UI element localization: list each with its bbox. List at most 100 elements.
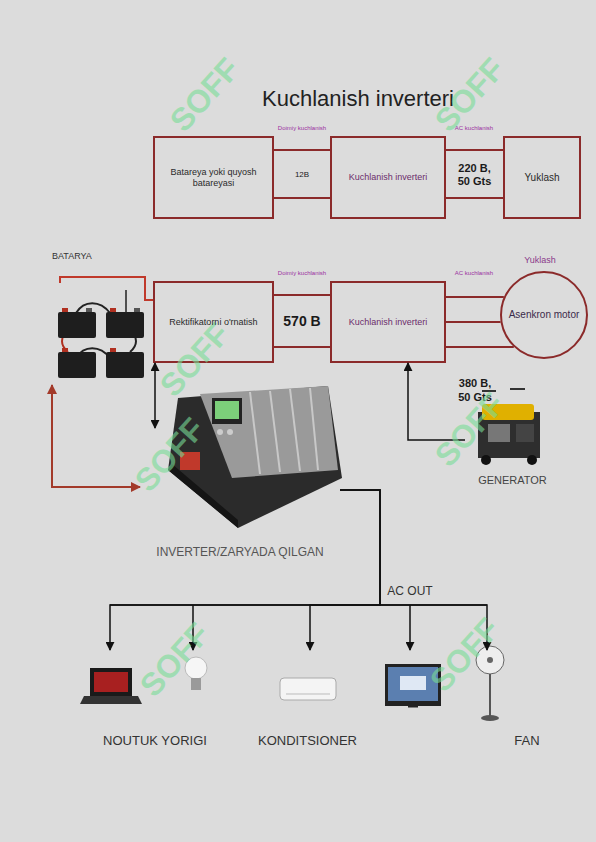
node-text: BATARYA xyxy=(52,251,122,262)
load-device: KONDITSIONER xyxy=(255,650,360,750)
inverter-device-art xyxy=(200,386,338,478)
bulb-art xyxy=(185,657,207,690)
voltage-type-label: AC kuchlanish xyxy=(455,270,493,276)
node-text: Kuchlanish inverteri xyxy=(349,317,428,328)
inverter-device-art xyxy=(270,391,280,472)
inverter-device-art xyxy=(250,392,260,474)
connector xyxy=(446,150,503,198)
connector xyxy=(154,363,156,428)
air-conditioner-art xyxy=(280,678,336,700)
motor-circle: YuklashAsenkron motor xyxy=(500,271,588,359)
inverter-device-art xyxy=(215,401,239,419)
node-text: Yuklash xyxy=(524,172,559,184)
ac-out-bus xyxy=(110,605,487,650)
battery-bank-art xyxy=(110,308,116,312)
watermark: SOFF xyxy=(428,51,513,139)
connector xyxy=(60,277,153,300)
voltage-value: 220 B, 50 Gts xyxy=(452,162,498,190)
inverter-charger: INVERTER/ZARYADA QILGAN xyxy=(140,428,340,565)
tv-art xyxy=(385,664,441,706)
watermark: SOFF xyxy=(423,611,508,699)
bulb-art xyxy=(185,657,207,679)
battery-bank-art xyxy=(58,352,96,378)
process-box: Kuchlanish inverteri xyxy=(330,281,446,363)
node-text: Batareya yoki quyosh batareyasi xyxy=(159,167,268,189)
inverter-device-art xyxy=(290,389,300,471)
process-box: Kuchlanish inverteri xyxy=(330,136,446,219)
battery-bank-art xyxy=(134,308,140,312)
inverter-device-art xyxy=(168,386,342,528)
battery-bank-art xyxy=(58,290,144,378)
battery-bank-art xyxy=(76,303,110,313)
tv-art xyxy=(400,676,426,690)
watermark: SOFF xyxy=(428,386,513,474)
connector xyxy=(340,490,487,650)
connector xyxy=(110,490,380,650)
laptop-art xyxy=(80,668,142,704)
node-text: Rektifikatorni o'rnatish xyxy=(169,317,257,328)
generator-art xyxy=(482,404,534,420)
watermark: SOFF xyxy=(153,316,238,404)
process-box: Rektifikatorni o'rnatish xyxy=(153,281,274,363)
fan-art xyxy=(489,674,491,716)
node-text: KONDITSIONER xyxy=(255,733,360,749)
watermark: SOFF xyxy=(163,51,248,139)
voltage-value: 570 B xyxy=(274,313,330,331)
inverter-device-art xyxy=(217,429,223,435)
inverter-device-art xyxy=(212,398,242,424)
air-conditioner-art xyxy=(280,678,336,700)
inverter-device-art xyxy=(227,429,233,435)
laptop-art xyxy=(94,672,128,692)
laptop-art xyxy=(90,668,132,696)
voltage-type-label: AC kuchlanish xyxy=(455,125,493,131)
inverter-device-art xyxy=(168,386,342,528)
connector xyxy=(408,363,465,440)
battery-bank-art xyxy=(86,308,92,312)
tv-art xyxy=(388,667,438,701)
battery-bank-art xyxy=(106,352,144,378)
ac-out-bus xyxy=(110,604,487,606)
inverter-device-art xyxy=(168,464,238,528)
process-box: Batareya yoki quyosh batareyasi xyxy=(153,136,274,219)
generator-art xyxy=(527,455,537,465)
battery-bank-art xyxy=(58,312,96,338)
laptop-art xyxy=(80,696,142,704)
node-text: Asenkron motor xyxy=(509,309,580,321)
node-text: INVERTER/ZARYADA QILGAN xyxy=(140,545,340,559)
voltage-value: 380 B, 50 Gts xyxy=(452,377,498,405)
connector xyxy=(274,295,330,347)
air-conditioner-art xyxy=(286,694,330,695)
voltage-type-label: Doimiy kuchlanish xyxy=(278,270,326,276)
connector xyxy=(274,150,330,198)
node-text: Kuchlanish inverteri xyxy=(349,172,428,183)
connector xyxy=(52,385,140,487)
node-text: NOUTUK YORIGI xyxy=(80,733,230,749)
diagram-title: Kuchlanish inverteri xyxy=(262,86,454,112)
inverter-device-art xyxy=(180,452,200,470)
voltage-value: 12B xyxy=(277,170,327,180)
node-text: FAN xyxy=(502,733,552,749)
battery-bank-art xyxy=(110,348,116,352)
circle-outline xyxy=(501,272,587,358)
process-box: Yuklash xyxy=(503,136,581,219)
connector xyxy=(446,297,514,347)
generator-art xyxy=(516,424,534,442)
load-device: NOUTUK YORIGI xyxy=(80,650,230,750)
watermark: SOFF xyxy=(128,411,213,499)
voltage-type-label: Doimiy kuchlanish xyxy=(278,125,326,131)
generator-art xyxy=(488,424,510,442)
load-device: FAN xyxy=(470,650,560,750)
tv-art xyxy=(385,664,441,706)
battery-bank-art xyxy=(106,312,144,338)
tv-art xyxy=(408,705,418,708)
battery-bank-art xyxy=(62,308,68,312)
ac-out-bus xyxy=(192,605,194,650)
battery-bank-art xyxy=(125,290,127,313)
battery-bank-art xyxy=(62,348,68,352)
fan-art xyxy=(476,646,504,674)
node-text: GENERATOR xyxy=(465,474,560,487)
